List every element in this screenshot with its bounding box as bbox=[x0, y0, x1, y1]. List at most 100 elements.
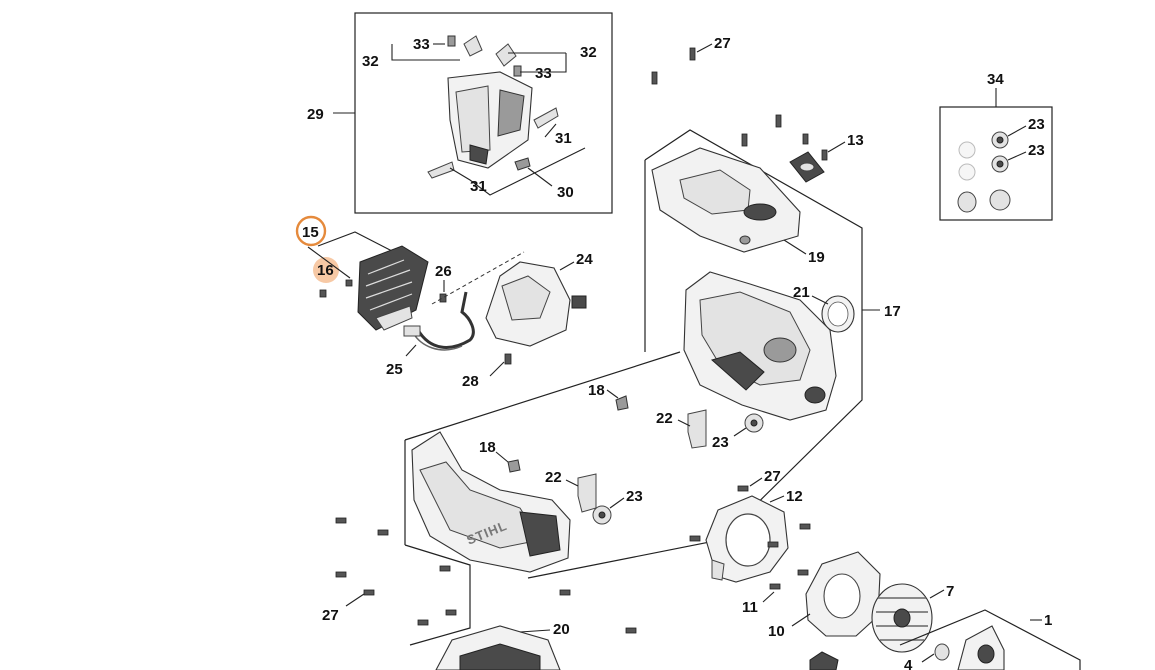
label-31-left: 31 bbox=[470, 178, 487, 195]
label-16: 16 bbox=[317, 262, 334, 279]
part-31-strip-left[interactable] bbox=[427, 161, 455, 179]
part-23-bush-lower[interactable] bbox=[991, 155, 1009, 173]
label-15: 15 bbox=[302, 224, 319, 241]
part-11-screw[interactable] bbox=[769, 583, 781, 590]
part-29-housing[interactable] bbox=[447, 71, 533, 169]
label-24: 24 bbox=[576, 251, 593, 268]
screw-ll-4[interactable] bbox=[363, 589, 375, 596]
assembly-frame-lower-edge bbox=[404, 544, 471, 646]
screw-ll-5[interactable] bbox=[439, 565, 451, 572]
callout-16-related[interactable]: 16 bbox=[313, 257, 339, 283]
part-31-strip-right[interactable] bbox=[533, 107, 559, 129]
screw-13[interactable] bbox=[821, 149, 828, 161]
screw-top-3[interactable] bbox=[775, 114, 782, 128]
part-21-gasket[interactable] bbox=[821, 295, 855, 333]
part-33-clip-left[interactable] bbox=[447, 35, 456, 47]
part-15-filter-cover[interactable] bbox=[357, 245, 429, 331]
part-13-clip[interactable] bbox=[789, 151, 825, 183]
label-27-lower-left: 27 bbox=[322, 607, 339, 624]
label-32-right: 32 bbox=[580, 44, 597, 61]
label-12: 12 bbox=[786, 488, 803, 505]
part-18-pad-upper[interactable] bbox=[615, 395, 629, 411]
part-16-screw-b[interactable] bbox=[319, 289, 327, 298]
part-1-engine-cover[interactable] bbox=[957, 625, 1005, 670]
label-11: 11 bbox=[742, 599, 758, 616]
screw-ll-6[interactable] bbox=[445, 609, 457, 616]
part-24-switch-module[interactable] bbox=[485, 261, 587, 347]
part-25-cable-harness[interactable] bbox=[403, 291, 475, 351]
label-20: 20 bbox=[553, 621, 570, 638]
part-22-bracket-upper[interactable] bbox=[687, 409, 707, 449]
part-7-flywheel[interactable] bbox=[871, 583, 933, 653]
assembly-frame-lower bbox=[404, 351, 681, 441]
screw-top-4[interactable] bbox=[741, 133, 748, 147]
part-34-bush-4[interactable] bbox=[989, 189, 1011, 211]
part-32-bracket-left[interactable] bbox=[463, 35, 483, 57]
screw-ll-9[interactable] bbox=[625, 627, 637, 634]
screw-ll-3[interactable] bbox=[335, 571, 347, 578]
part-housing-handle[interactable]: STIHL bbox=[411, 431, 571, 573]
part-10-fan-cover[interactable] bbox=[805, 551, 881, 637]
label-32-left: 32 bbox=[362, 53, 379, 70]
part-34-ghost-bush-1 bbox=[958, 141, 976, 159]
screw-12-c[interactable] bbox=[799, 523, 811, 530]
part-23-bush-upper-frame[interactable] bbox=[744, 413, 764, 433]
screw-27-top[interactable] bbox=[689, 47, 696, 61]
label-23-box34-bottom: 23 bbox=[1028, 142, 1045, 159]
part-16-screw-a[interactable] bbox=[345, 279, 353, 287]
label-26: 26 bbox=[435, 263, 452, 280]
screw-ll-8[interactable] bbox=[559, 589, 571, 596]
part-18-pad-lower[interactable] bbox=[507, 459, 521, 473]
label-22-upper: 22 bbox=[656, 410, 673, 427]
part-32-bracket-right[interactable] bbox=[495, 43, 517, 67]
part-19-top-cover[interactable] bbox=[651, 147, 801, 253]
label-33-left: 33 bbox=[413, 36, 430, 53]
label-25: 25 bbox=[386, 361, 403, 378]
part-23-bush-lower-frame[interactable] bbox=[592, 505, 612, 525]
screw-top-2[interactable] bbox=[651, 71, 658, 85]
screw-12-b[interactable] bbox=[767, 541, 779, 548]
label-17: 17 bbox=[884, 303, 901, 320]
screw-27-mid[interactable] bbox=[737, 485, 749, 492]
label-1: 1 bbox=[1044, 612, 1052, 629]
label-19: 19 bbox=[808, 249, 825, 266]
part-30-clip[interactable] bbox=[514, 157, 531, 171]
label-21: 21 bbox=[793, 284, 810, 301]
label-27-top: 27 bbox=[714, 35, 731, 52]
assembly-box-1 bbox=[899, 609, 1081, 670]
label-18-upper: 18 bbox=[588, 382, 605, 399]
label-29: 29 bbox=[307, 106, 324, 123]
label-23-lower: 23 bbox=[626, 488, 643, 505]
label-7: 7 bbox=[946, 583, 954, 600]
label-34: 34 bbox=[987, 71, 1004, 88]
label-4: 4 bbox=[904, 657, 913, 670]
part-33-clip-right[interactable] bbox=[513, 65, 522, 77]
part-23-bush-upper[interactable] bbox=[991, 131, 1009, 149]
part-4-ring[interactable] bbox=[934, 643, 950, 661]
label-13: 13 bbox=[847, 132, 864, 149]
screw-top-5[interactable] bbox=[802, 133, 809, 145]
part-small-block[interactable] bbox=[809, 651, 839, 670]
part-26-screw[interactable] bbox=[439, 293, 447, 303]
screw-12-d[interactable] bbox=[797, 569, 809, 576]
label-22-lower: 22 bbox=[545, 469, 562, 486]
screw-ll-1[interactable] bbox=[335, 517, 347, 524]
screw-ll-2[interactable] bbox=[377, 529, 389, 536]
screw-ll-7[interactable] bbox=[417, 619, 429, 626]
part-20-cover[interactable] bbox=[435, 625, 561, 670]
screw-12-a[interactable] bbox=[689, 535, 701, 542]
part-22-bracket-lower[interactable] bbox=[577, 473, 597, 513]
assembly-frame-17 bbox=[527, 129, 863, 579]
label-23-box34-top: 23 bbox=[1028, 116, 1045, 133]
part-17-crankcase[interactable] bbox=[683, 271, 837, 421]
label-28: 28 bbox=[462, 373, 479, 390]
label-30: 30 bbox=[557, 184, 574, 201]
label-31-right: 31 bbox=[555, 130, 572, 147]
label-33-right: 33 bbox=[535, 65, 552, 82]
part-12-fan-housing[interactable] bbox=[705, 495, 789, 583]
callout-15-selected[interactable]: 15 bbox=[295, 215, 327, 247]
part-34-bush-3[interactable] bbox=[957, 191, 977, 213]
part-28-screw[interactable] bbox=[504, 353, 512, 365]
